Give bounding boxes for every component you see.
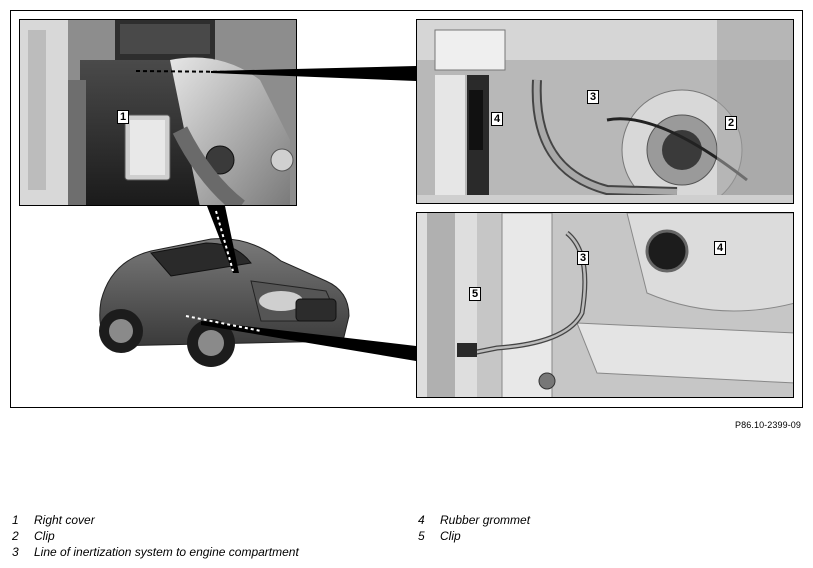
- wheel-arch-detail-panel: 3 4 5: [416, 212, 794, 398]
- callout-3-lower: 3: [577, 251, 590, 265]
- legend-item: 3 Line of inertization system to engine …: [12, 544, 299, 560]
- figure-frame: 4 3 2 3 4 5 1: [10, 10, 803, 408]
- callout-2: 2: [725, 116, 738, 130]
- legend-right: 4 Rubber grommet 5 Clip: [418, 512, 530, 544]
- legend-number: 4: [418, 513, 425, 527]
- callout-4-lower: 4: [714, 241, 727, 255]
- legend-label: Clip: [440, 529, 461, 543]
- legend-number: 3: [12, 545, 19, 559]
- legend-number: 5: [418, 529, 425, 543]
- wheel-arch-illustration: [417, 213, 793, 397]
- line-routing-illustration: [417, 20, 793, 203]
- callout-4: 4: [491, 112, 504, 126]
- vehicle-illustration: [99, 238, 350, 367]
- legend-label: Right cover: [34, 513, 95, 527]
- legend-number: 1: [12, 513, 19, 527]
- legend-label: Rubber grommet: [440, 513, 531, 527]
- legend-label: Clip: [34, 529, 55, 543]
- engine-bay-detail-panel: [19, 19, 297, 206]
- line-routing-detail-panel: 4 3 2: [416, 19, 794, 204]
- callout-5: 5: [469, 287, 482, 301]
- legend-label: Line of inertization system to engine co…: [34, 545, 299, 559]
- legend-number: 2: [12, 529, 19, 543]
- legend-item: 2 Clip: [12, 528, 299, 544]
- figure-code: P86.10-2399-09: [735, 420, 801, 430]
- legend-left: 1 Right cover 2 Clip 3 Line of inertizat…: [12, 512, 299, 560]
- legend-item: 1 Right cover: [12, 512, 299, 528]
- legend-item: 4 Rubber grommet: [418, 512, 530, 528]
- callout-1: 1: [117, 110, 130, 124]
- engine-bay-illustration: [20, 20, 296, 205]
- callout-3: 3: [587, 90, 600, 104]
- legend-item: 5 Clip: [418, 528, 530, 544]
- vehicle-overview: [81, 221, 361, 381]
